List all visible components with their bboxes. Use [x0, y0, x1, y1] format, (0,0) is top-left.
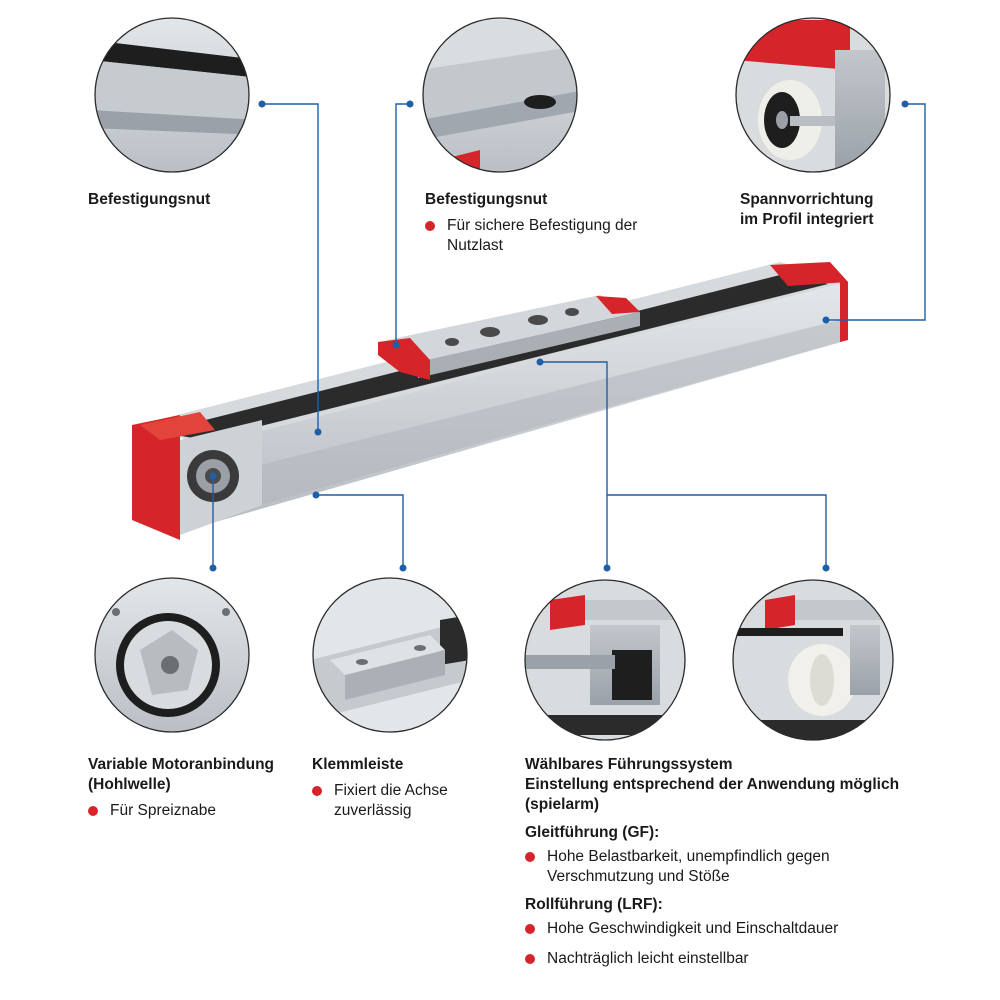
- detail-motoranbindung: [94, 577, 250, 733]
- bullet-item: Fixiert die Achse zuverlässig: [312, 781, 487, 821]
- gleitfuehrung-heading: Gleitführung (GF):: [525, 824, 660, 841]
- label-title: Befestigungsnut: [425, 191, 548, 208]
- label-title-line2: im Profil integriert: [740, 211, 874, 228]
- label-title-line2: Einstellung entsprechend der Anwendung m…: [525, 776, 900, 793]
- mount-hole: [445, 338, 459, 346]
- detail-rollfuehrung: [732, 579, 894, 741]
- label-title-line1: Spannvorrichtung: [740, 191, 874, 208]
- label-title-line1: Variable Motoranbindung: [88, 756, 275, 773]
- linear-axis: [132, 262, 848, 540]
- label-title-line3: (spielarm): [525, 796, 600, 813]
- axis-front-shade: [260, 318, 848, 505]
- bullet-item: Hohe Geschwindigkeit und Einschaltdauer: [525, 919, 965, 939]
- end-cap-right: [770, 262, 848, 286]
- line-spannvorrichtung: [826, 103, 926, 321]
- detail-spannvorrichtung: [735, 17, 891, 173]
- callout-lines: [212, 103, 926, 568]
- bullet-item: Nachträglich leicht einstellbar: [525, 949, 965, 969]
- line-klemmleiste: [316, 494, 404, 568]
- label-title-line2: (Hohlwelle): [88, 776, 171, 793]
- callout-dots: [209, 100, 909, 572]
- label-fuehrungssystem: Wählbares Führungssystem Einstellung ent…: [525, 755, 965, 973]
- detail-befestigungsnut-top: [422, 17, 578, 173]
- bullet-item: Hohe Belastbarkeit, unempfindlich gegen …: [525, 847, 885, 887]
- bullet-item: Für Spreiznabe: [88, 801, 308, 821]
- detail-gleitfuehrung: [524, 579, 686, 741]
- detail-klemmleiste: [312, 577, 468, 733]
- end-cap-left-top: [140, 412, 215, 440]
- label-befestigungsnut-left: Befestigungsnut: [88, 190, 210, 210]
- line-befestigungsnut-top: [395, 103, 410, 345]
- bullet-item: Für sichere Befestigung der Nutzlast: [425, 216, 655, 256]
- label-spannvorrichtung: Spannvorrichtung im Profil integriert: [740, 190, 874, 230]
- label-title: Klemmleiste: [312, 756, 404, 773]
- detail-befestigungsnut-left: [94, 17, 250, 173]
- end-cap-left: [132, 415, 180, 540]
- label-title-line1: Wählbares Führungssystem: [525, 756, 733, 773]
- rollfuehrung-heading: Rollführung (LRF):: [525, 896, 663, 913]
- label-befestigungsnut-top: Befestigungsnut Für sichere Befestigung …: [425, 190, 655, 260]
- line-fuehrungssystem: [540, 361, 608, 568]
- label-title: Befestigungsnut: [88, 191, 211, 208]
- label-klemmleiste: Klemmleiste Fixiert die Achse zuverlässi…: [312, 755, 487, 825]
- label-motoranbindung: Variable Motoranbindung (Hohlwelle) Für …: [88, 755, 308, 825]
- carriage-front: [418, 312, 640, 378]
- carriage-red-end: [378, 338, 430, 380]
- line-befestigungsnut-left: [262, 103, 319, 432]
